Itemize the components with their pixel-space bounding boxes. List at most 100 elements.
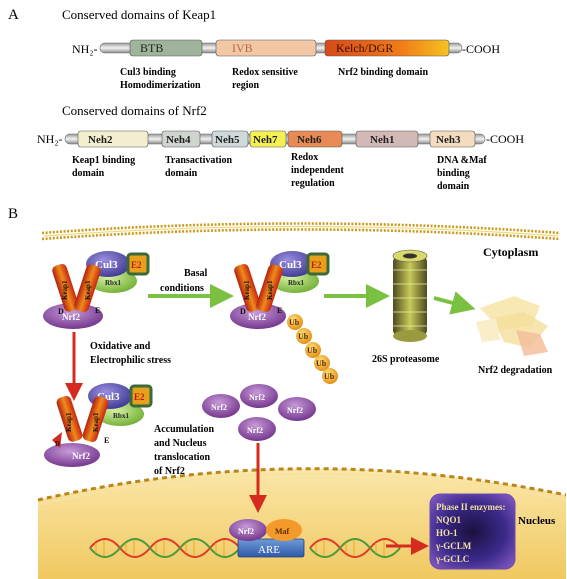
ub-label: Ub (324, 372, 335, 381)
keap1-title: Conserved domains of Keap1 (62, 7, 216, 22)
rbx1-label: Rbx1 (105, 279, 121, 287)
ub-circle (314, 355, 330, 371)
nrf2-title: Conserved domains of Nrf2 (62, 103, 207, 118)
ub-label: Ub (316, 359, 327, 368)
keap1-left-label: Keap1 (65, 412, 73, 432)
stress-label-1: Oxidative and (90, 341, 151, 352)
ub-circle (305, 342, 321, 358)
free-nrf2-label: Nrf2 (249, 393, 265, 402)
free-nrf2 (240, 384, 278, 408)
keap1-n-terminus: NH₂- (72, 42, 98, 56)
panel-b-label: B (8, 206, 18, 222)
nucleus-nrf2 (229, 519, 267, 541)
rbx1-label: Rbx1 (113, 412, 129, 420)
ubiquitin-chain: Ub Ub Ub Ub Ub (287, 314, 338, 384)
cul3-label: Cul3 (279, 259, 302, 271)
e2-label: E2 (311, 260, 322, 270)
nrf2-domain-neh6 (287, 130, 343, 148)
nrf2-caption-neh2-1: Keap1 binding (72, 155, 135, 166)
keap1-complex-basal: Nrf2 Rbx1 Cul3 E2 Keap1 Keap1 D E (43, 251, 150, 329)
d-site (52, 432, 62, 448)
cell-membrane (41, 222, 561, 241)
nrf2-domain-neh3 (429, 130, 476, 148)
nrf2-label: Nrf2 (248, 312, 266, 322)
nrf2-caption-neh2-2: domain (72, 168, 105, 179)
basal-label-1: Basal (184, 268, 208, 279)
nrf2-domain-neh5-label: Neh5 (215, 134, 240, 146)
nrf2-domain-neh1 (355, 130, 419, 148)
nrf2-domain-neh4-label: Neh4 (166, 134, 191, 146)
e2-box (306, 252, 330, 276)
keap1-right-bar (74, 264, 101, 312)
accumulation-label-1: Accumulation (154, 424, 214, 435)
keap1-left-bar (56, 395, 83, 442)
nrf2-caption-neh3-3: domain (437, 181, 470, 192)
nrf2-domain-neh7-label: Neh7 (253, 134, 278, 146)
phase2-item-gclm: γ-GCLM (435, 541, 472, 551)
e2-label: E2 (134, 392, 145, 402)
free-nrf2-label: Nrf2 (247, 426, 263, 435)
nrf2-caption-neh4-1: Transactivation (165, 155, 232, 166)
nrf2-caption-neh3-2: binding (437, 168, 470, 179)
ub-label: Ub (289, 318, 300, 327)
ub-label: Ub (307, 346, 318, 355)
keap1-left-bar (234, 264, 261, 312)
keap1-right-bar (82, 396, 109, 443)
keap1-domain-kelch-label: Kelch/DGR (336, 41, 393, 55)
phase2-item-nqo1: NQO1 (436, 515, 462, 525)
keap1-caption-ivb-2: region (232, 80, 259, 91)
nucleus-label: Nucleus (518, 515, 556, 527)
nrf2-n-terminus: NH₂- (37, 132, 63, 146)
keap1-complex-ubiquitinated: Nrf2 Rbx1 Cul3 E2 Keap1 Keap1 D E (230, 251, 330, 329)
keap1-left-label: Keap1 (243, 280, 251, 300)
nrf2-domain-neh6-label: Neh6 (297, 134, 322, 146)
ub-circle (322, 368, 338, 384)
e2-label: E2 (131, 260, 142, 270)
d-label: D (55, 440, 60, 448)
keap1-domain-ivb-label: IVB (232, 41, 253, 55)
basal-label-2: conditions (160, 283, 204, 294)
ub-label: Ub (298, 332, 309, 341)
phase2-box (429, 493, 516, 570)
nrf2-label: Nrf2 (72, 451, 90, 461)
to-degradation-arrow (433, 291, 476, 315)
free-nrf2 (238, 417, 276, 441)
proteasome-label: 26S proteasome (372, 354, 440, 365)
nrf2-domain-neh3-label: Neh3 (436, 134, 461, 146)
keap1-complex-stress: Nrf2 Rbx1 Cul3 E2 Keap1 Keap1 D E (44, 383, 153, 467)
e2-box (126, 252, 150, 276)
dna-helix (89, 538, 401, 558)
phase2-title: Phase II enzymes: (436, 502, 506, 512)
nrf2-domain-neh2-label: Neh2 (88, 134, 113, 146)
d-label: D (240, 307, 246, 316)
phase2-item-gclc: γ-GCLC (435, 554, 469, 564)
keap1-caption-kelch-1: Nrf2 binding domain (338, 67, 428, 78)
d-label: D (58, 307, 64, 316)
free-nrf2-group: Nrf2 Nrf2 Nrf2 Nrf2 (202, 384, 316, 441)
keap1-caption-ivb-1: Redox sensitive (232, 67, 298, 78)
keap1-domain-ivb (215, 39, 317, 57)
are-label: ARE (258, 544, 280, 556)
stress-label-2: Electrophilic stress (90, 355, 171, 366)
ub-circle (287, 314, 303, 330)
phase2-item-ho1: HO-1 (436, 528, 458, 538)
cytoplasm-label: Cytoplasm (483, 245, 538, 259)
nrf2-degradation-fragments (476, 296, 548, 356)
rbx1-label: Rbx1 (288, 279, 304, 287)
cul3-label: Cul3 (95, 259, 118, 271)
nrf2-caption-neh3-1: DNA &Maf (437, 155, 487, 166)
keap1-right-label: Keap1 (84, 280, 92, 300)
nrf2-domain-neh7 (249, 130, 287, 148)
keap1-domain-btb (129, 39, 203, 57)
keap1-right-bar (256, 264, 283, 312)
ub-circle (296, 328, 312, 344)
e-label: E (277, 306, 282, 315)
panel-a-label: A (8, 7, 19, 23)
nrf2-caption-neh6-1: Redox (291, 152, 318, 163)
nrf2-domain-neh5 (211, 130, 249, 148)
degradation-label: Nrf2 degradation (478, 365, 553, 376)
nrf2-ellipse (44, 443, 100, 467)
e-label: E (104, 436, 109, 445)
e2-box (129, 384, 153, 408)
